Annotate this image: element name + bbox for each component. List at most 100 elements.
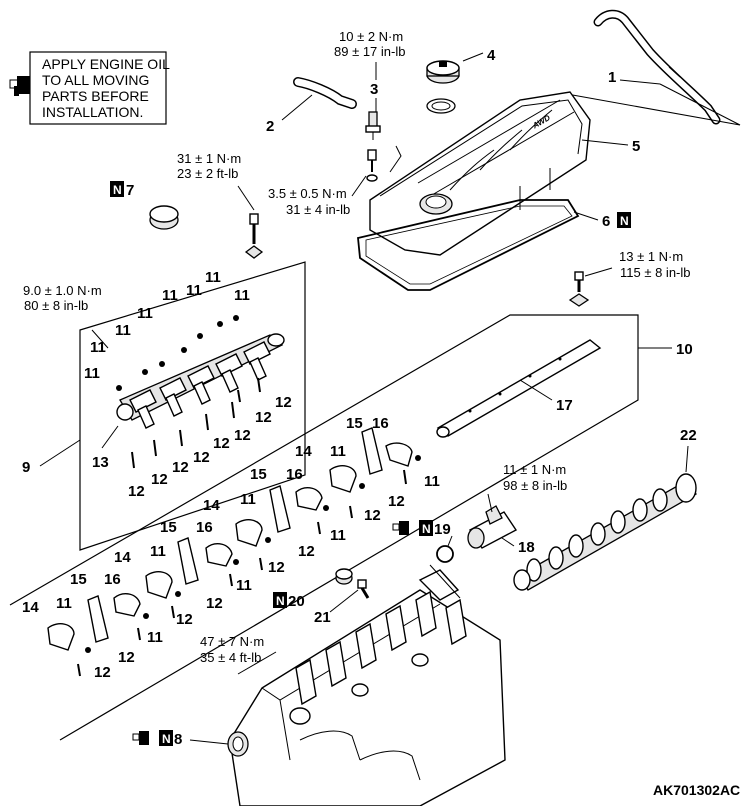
assembly-frame-10 [9, 314, 639, 741]
callout-11-c: 11 [234, 287, 250, 304]
callout-4: 4 [487, 47, 496, 64]
callout-16-c: 16 [196, 519, 213, 536]
callout-12-m: 12 [206, 595, 223, 612]
new-part-badge-icon: N [110, 181, 124, 197]
leader-6 [573, 211, 599, 221]
leader-19 [447, 535, 453, 547]
callout-6: 6 [602, 213, 610, 230]
part-3-valve [365, 111, 381, 140]
leader-ocv-head [429, 564, 461, 599]
callout-12-o: 12 [118, 649, 135, 666]
part-17-shaft [436, 339, 602, 438]
new-part-mark-20: N [276, 594, 285, 608]
callout-2: 2 [266, 118, 274, 135]
new-part-mark-8: N [162, 732, 171, 746]
oil-note-line-3: PARTS BEFORE [42, 88, 149, 104]
callout-15-c: 15 [160, 519, 177, 536]
new-part-mark-19: N [422, 522, 431, 536]
leader-2 [281, 94, 313, 121]
callout-15-a: 15 [346, 415, 363, 432]
callout-7: 7 [126, 182, 134, 199]
callout-3: 3 [370, 81, 378, 98]
torque-4-imperial: 115 ± 8 in-lb [620, 265, 691, 280]
callout-20: 20 [288, 593, 305, 610]
callout-14-d: 14 [22, 599, 39, 616]
callout-14-c: 14 [114, 549, 131, 566]
leader-8 [189, 739, 229, 745]
leader-17 [519, 379, 553, 401]
callout-8: 8 [174, 731, 182, 748]
assembly-frame-9 [79, 261, 306, 551]
leader-torque-7 [237, 651, 277, 675]
part-5-rocker-cover: AWD [369, 91, 591, 256]
callout-15-b: 15 [250, 466, 267, 483]
callout-12-d: 12 [213, 435, 230, 452]
new-part-badge-icon: N [617, 212, 631, 228]
part-19-o-ring [436, 545, 454, 563]
leader-torque-5 [91, 329, 109, 349]
leader-cover-bracket [389, 145, 402, 173]
callout-12-k: 12 [298, 543, 315, 560]
callout-9: 9 [22, 459, 30, 476]
callout-12-p: 12 [94, 664, 111, 681]
callout-12-g: 12 [151, 471, 168, 488]
part-2-hose [293, 77, 357, 109]
rocker-shaft-bolt [244, 213, 264, 259]
callout-22: 22 [680, 427, 697, 444]
callout-11-m: 11 [236, 577, 252, 594]
callout-12-l: 12 [268, 559, 285, 576]
callout-11-k: 11 [330, 527, 346, 544]
callout-19: 19 [434, 521, 451, 538]
part-8-oil-seal [227, 731, 249, 757]
callout-11-h: 11 [84, 365, 100, 382]
leader-bolt-13 [584, 267, 613, 277]
callout-14-a: 14 [295, 443, 312, 460]
leader-1b [566, 83, 741, 126]
part-4-filler-cap [426, 60, 460, 114]
oil-note-line-2: TO ALL MOVING [42, 72, 149, 88]
oil-note-line-4: INSTALLATION. [42, 104, 143, 120]
callout-12-f: 12 [172, 459, 189, 476]
callout-11-n: 11 [150, 543, 166, 560]
leader-9 [39, 439, 81, 467]
leader-4 [462, 52, 484, 62]
oil-note-box [29, 51, 167, 125]
new-part-badge-icon: N [273, 592, 287, 608]
torque-4-nm: 13 ± 1 N·m [619, 249, 683, 264]
leader-torque-6 [487, 493, 493, 513]
torque-5-nm: 9.0 ± 1.0 N·m [23, 283, 102, 298]
oil-note: APPLY ENGINE OIL TO ALL MOVING PARTS BEF… [9, 51, 170, 125]
callout-15-d: 15 [70, 571, 87, 588]
callout-12-c: 12 [234, 427, 251, 444]
rocker-arms-set-2 [47, 427, 421, 677]
part-6-gasket [357, 199, 580, 291]
callout-16-d: 16 [104, 571, 121, 588]
callout-12-h: 12 [128, 483, 145, 500]
leader-21 [329, 589, 359, 613]
callout-11-i: 11 [330, 443, 346, 460]
shaft-bolt-13 [568, 271, 590, 307]
part-22-camshaft [513, 473, 697, 591]
rocker-shaft-assembly [116, 315, 285, 469]
leader-1 [619, 79, 661, 85]
new-part-badge-icon: N [419, 520, 433, 536]
torque-7-imperial: 35 ± 4 ft-lb [200, 650, 261, 665]
callout-12-a: 12 [275, 394, 292, 411]
torque-2-imperial: 23 ± 2 ft-lb [177, 166, 238, 181]
callout-12-i: 12 [388, 493, 405, 510]
oil-can-icon [392, 521, 409, 535]
callout-11-f: 11 [115, 322, 131, 339]
part-1-tube [593, 9, 721, 125]
leader-13 [101, 425, 119, 449]
callout-1: 1 [608, 69, 616, 86]
callout-17: 17 [556, 397, 573, 414]
torque-1-nm: 10 ± 2 N·m [339, 29, 403, 44]
torque-6-nm: 11 ± 1 N·m [503, 462, 566, 477]
new-part-mark-7: N [113, 183, 122, 197]
part-21-bolt [357, 579, 370, 599]
callout-11-p: 11 [56, 595, 72, 612]
cover-bolt [366, 149, 378, 182]
part-7-plug [149, 205, 179, 230]
oil-can-icon [9, 76, 31, 96]
